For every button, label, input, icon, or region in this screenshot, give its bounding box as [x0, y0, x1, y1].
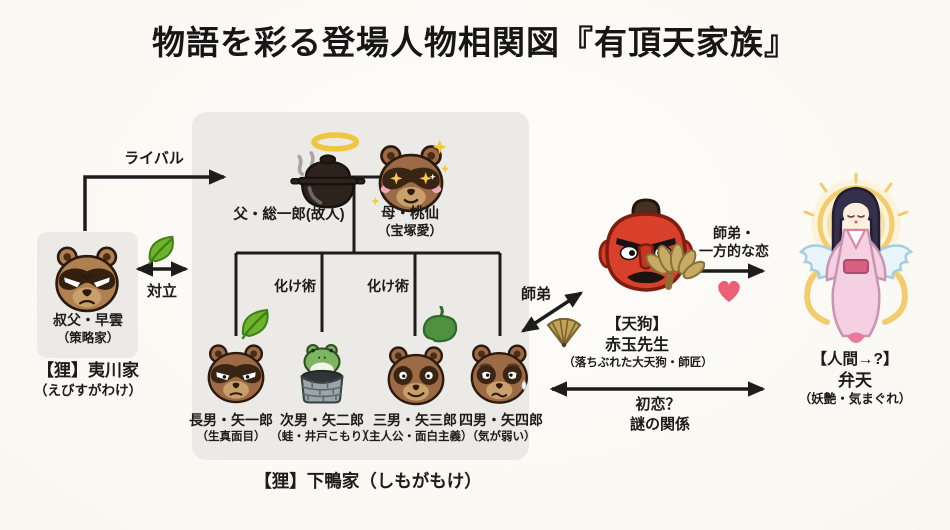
page-title: 物語を彩る登場人物相関図『有頂天家族』	[152, 24, 798, 61]
father-name: 父・総一郎(故人)	[233, 207, 345, 223]
feather-fan-icon	[645, 243, 705, 290]
dark-leaf-icon	[422, 306, 458, 343]
son4-name: 四男・矢四郎	[459, 412, 543, 428]
son2-trait: （蛙・井戸こもり）	[270, 431, 374, 443]
father-pot-icon	[290, 132, 366, 209]
mother-name: 母・桃仙	[381, 206, 439, 222]
transformation-skill-label-right: 化け術	[367, 278, 409, 294]
uncle-name: 叔父・早雲	[53, 312, 123, 328]
leaf-icon	[241, 308, 269, 340]
uncle-tanuki-icon	[55, 246, 119, 313]
sparkle-icon	[432, 139, 447, 155]
folding-fan-icon	[546, 317, 582, 348]
son1-name: 長男・矢一郎	[189, 412, 273, 428]
son2-name: 次男・矢二郎	[280, 412, 364, 428]
son4-tanuki-icon	[470, 344, 528, 404]
tengu-type-label: 【天狗】	[605, 316, 668, 333]
mother-trait: （宝塚愛）	[377, 223, 443, 238]
leaf-icon	[148, 235, 174, 265]
son3-trait: （主人公・面白主義）	[357, 431, 473, 443]
son2-frog-well-icon	[300, 343, 344, 404]
ebisugawa-family-reading: （えびすがわけ）	[34, 383, 142, 398]
rival-label: ライバル	[124, 150, 184, 167]
tengu-name: 赤玉先生	[604, 337, 669, 354]
ebisugawa-family-label: 【狸】夷川家	[37, 361, 139, 380]
son3-tanuki-icon	[387, 346, 445, 406]
son3-name: 三男・矢三郎	[373, 412, 457, 428]
transformation-skill-label-left: 化け術	[274, 278, 316, 294]
uncle-trait: （策略家）	[56, 331, 120, 345]
shimogamo-family-label: 【狸】下鴨家（しもがもけ）	[254, 471, 482, 491]
mystery-label-line1: 初恋？	[635, 396, 681, 413]
heart-icon	[718, 280, 740, 302]
halo-rays-icon	[803, 172, 909, 217]
one-sided-love-label-line1: 師弟・	[713, 225, 755, 241]
benten-name: 弁天	[838, 371, 872, 390]
son1-tanuki-icon	[207, 344, 265, 404]
tengu-trait: （落ちぶれた大天狗・師匠）	[563, 357, 713, 369]
tear-icon	[521, 379, 527, 391]
halo-icon	[311, 132, 360, 152]
conflict-label: 対立	[146, 283, 177, 300]
master-disciple-label: 師弟	[520, 286, 551, 303]
son4-trait: （気が弱い）	[466, 431, 536, 443]
sparkle-icon	[441, 164, 449, 173]
benten-trait: （妖艶・気まぐれ）	[798, 392, 912, 406]
mother-tanuki-icon	[372, 139, 449, 213]
mystery-label-line2: 謎の関係	[629, 416, 690, 433]
son1-trait: （生真面目）	[196, 431, 266, 443]
sparkle-icon	[372, 196, 380, 206]
benten-icon	[798, 172, 914, 343]
benten-type-label: 【人間→?】	[811, 351, 899, 368]
tengu-akadama-icon	[598, 198, 705, 292]
one-sided-love-label-line2: 一方的な恋	[699, 243, 769, 259]
